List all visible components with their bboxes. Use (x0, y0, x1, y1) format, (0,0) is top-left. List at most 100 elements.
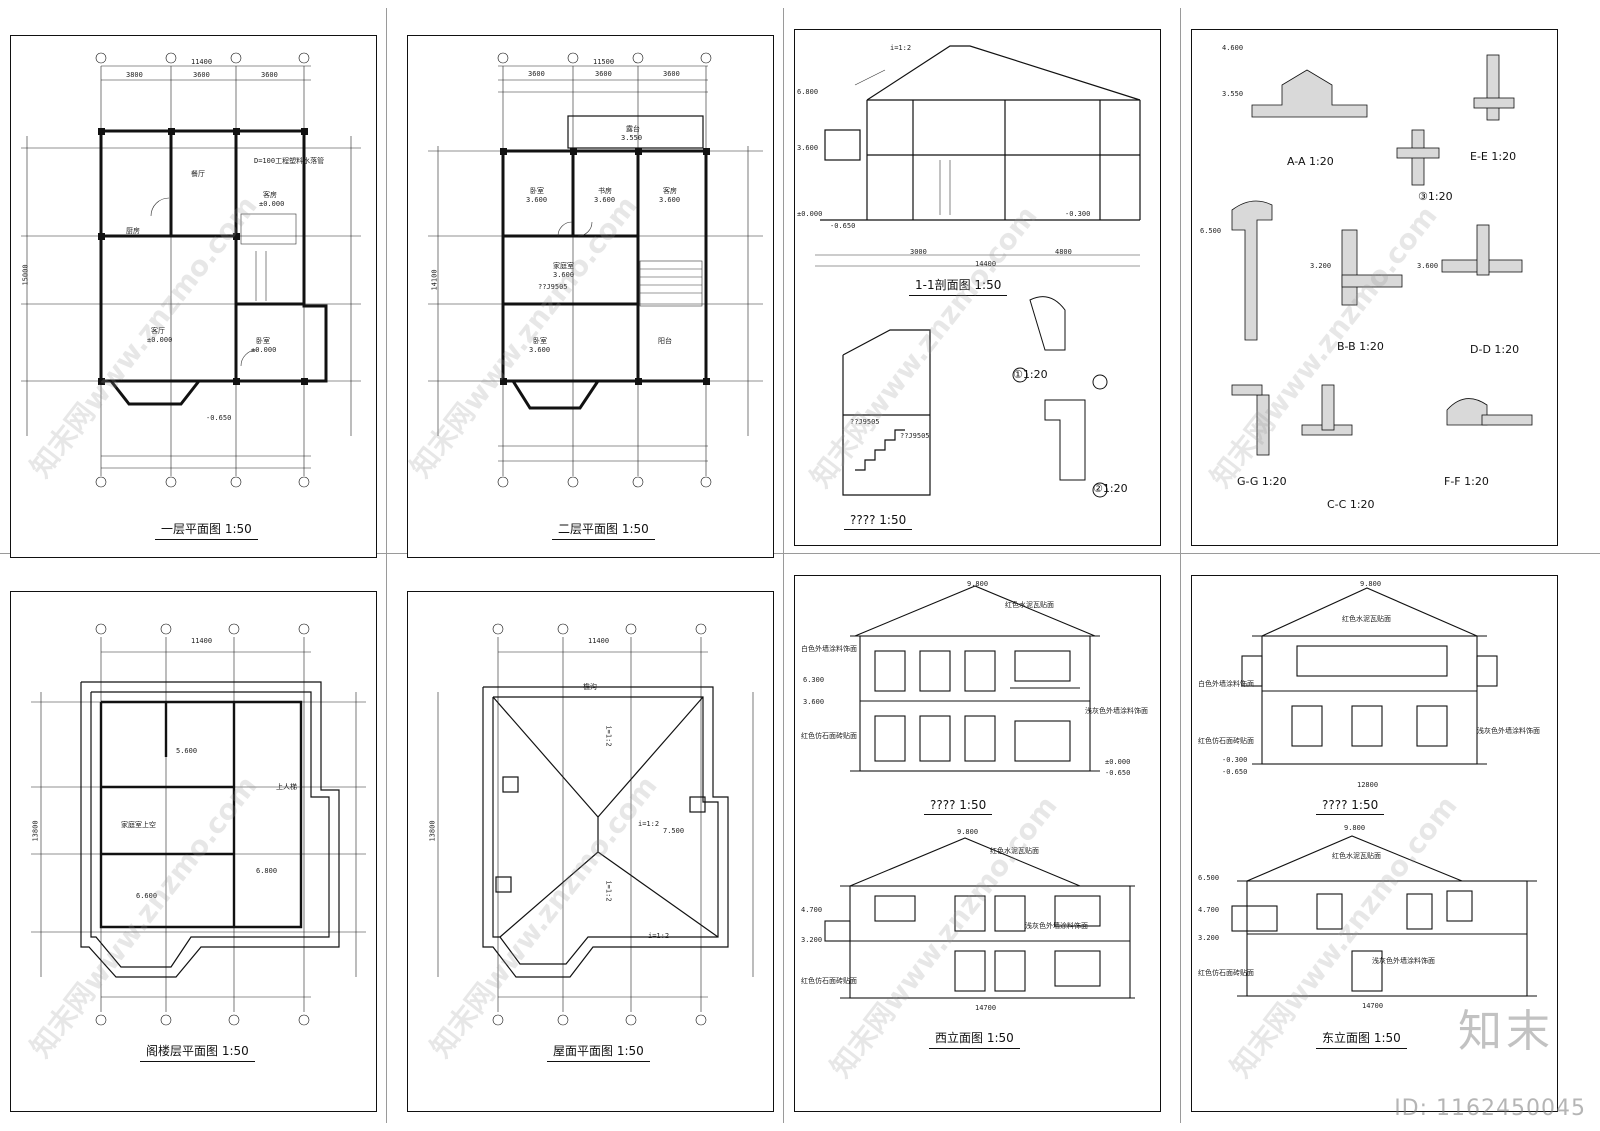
level-guest-room: 3.600 (659, 196, 681, 204)
west-wall-paint: 浅灰色外墙涂料饰面 (1025, 922, 1088, 930)
south-level-c: ±0.000 (1105, 758, 1131, 766)
note-downpipe: D=100工程塑料水落管 (254, 157, 325, 165)
level-terrace: 3.550 (621, 134, 643, 142)
label-guest-room: 客房 (663, 187, 677, 195)
level-study: 3.600 (594, 196, 616, 204)
west-level-a: 4.700 (801, 906, 823, 914)
detail-ee-title: E-E 1:20 (1470, 150, 1517, 163)
south-level-b: 3.600 (803, 698, 825, 706)
level-3200: 3.200 (1310, 262, 1332, 270)
dim-total: 11400 (588, 637, 610, 645)
south-level-d: -0.650 (1105, 769, 1131, 777)
level-bedroom-2: 3.600 (529, 346, 551, 354)
stair-note-b: ??J9505 (900, 432, 930, 440)
dim-bay-1: 3600 (528, 70, 545, 78)
first-floor-plan-drawing (21, 52, 361, 488)
label-void: 家庭室上空 (121, 821, 156, 829)
dim-bay-3: 3600 (663, 70, 680, 78)
roof-pitch: i=1:2 (890, 44, 912, 52)
level-3600: 3.600 (1417, 262, 1439, 270)
north-level-a: -0.300 (1222, 756, 1248, 764)
label-stair: 上人梯 (276, 783, 297, 791)
detail-dd-title: D-D 1:20 (1470, 343, 1520, 356)
north-dim-top: 9.800 (1360, 580, 1382, 588)
east-wall-paint: 浅灰色外墙涂料饰面 (1372, 957, 1435, 965)
detail-gg-title: G-G 1:20 (1237, 475, 1287, 488)
north-wall-paint: 浅灰色外墙涂料饰面 (1477, 727, 1540, 735)
sheet-elevations-south-west: 9.800 红色水泥瓦贴面 浅灰色外墙涂料饰面 红色仿石面砖贴面 白色外墙涂料饰… (794, 575, 1161, 1112)
separator-vertical-2 (783, 8, 784, 1123)
section-title: 1-1剖面图 1:50 (908, 278, 1008, 296)
separator-horizontal (0, 553, 1600, 554)
level-zero: ±0.000 (797, 210, 823, 218)
elevations-north-east-drawing (1231, 587, 1537, 997)
detail-2-title: ②1:20 (1093, 482, 1128, 495)
dim-bay-2: 3600 (595, 70, 612, 78)
south-elevation-title: ???? 1:50 (923, 798, 993, 815)
roof-plan-drawing (437, 623, 754, 1026)
label-bedroom-2: 卧室 (533, 337, 547, 345)
image-id: ID: 1162450045 (1394, 1096, 1586, 1121)
second-floor-plan-title: 二层平面图 1:50 (552, 522, 655, 540)
brand-logo: 知末 (1458, 1006, 1554, 1057)
sheet-first-floor-plan: 11400 3800 3600 3600 15000 D=100工程塑料水落管 … (10, 35, 377, 558)
east-stone: 红色仿石面砖贴面 (1198, 969, 1254, 977)
sheet-section: i=1:2 6.800 3.600 ±0.000 -0.300 -0.650 3… (794, 29, 1161, 546)
label-bedroom-1: 卧室 (530, 187, 544, 195)
west-elevation-title: 西立面图 1:50 (929, 1031, 1020, 1049)
level-4600: 4.600 (1222, 44, 1244, 52)
label-family-room: 家庭室 (553, 262, 574, 270)
level-family-room: 3.600 (553, 271, 575, 279)
level-6500: 6.500 (1200, 227, 1222, 235)
sheet-details: 4.600 3.550 A-A 1:20 E-E 1:20 ③1:20 6.50… (1191, 29, 1558, 546)
label-kitchen: 厨房 (126, 227, 140, 235)
west-stone: 红色仿石面砖贴面 (801, 977, 857, 985)
level-outdoor: -0.650 (206, 414, 232, 422)
label-gutter: 檐沟 (583, 683, 597, 691)
north-roof-tile: 红色水泥瓦贴面 (1342, 615, 1391, 623)
level-low: -0.300 (1065, 210, 1091, 218)
west-dim-total: 14700 (975, 1004, 997, 1012)
sheet-attic-plan: 11400 13800 5.600 家庭室上空 上人梯 6.800 6.600 … (10, 591, 377, 1112)
east-level-b: 4.700 (1198, 906, 1220, 914)
level-room-2: 6.600 (136, 892, 158, 900)
label-terrace: 露台 (626, 125, 640, 133)
elevations-south-west-drawing (824, 585, 1135, 999)
east-dim-total: 14700 (1362, 1002, 1384, 1010)
first-floor-plan-title: 一层平面图 1:50 (155, 522, 258, 540)
dim-side: 13800 (31, 820, 40, 842)
stair-note-a: ??J9505 (850, 418, 880, 426)
label-guest-room: 客房 (263, 191, 277, 199)
label-balcony: 阳台 (658, 337, 672, 345)
level-room-3: 6.800 (256, 867, 278, 875)
south-white-paint: 白色外墙涂料饰面 (801, 645, 857, 653)
east-roof-tile: 红色水泥瓦贴面 (1332, 852, 1381, 860)
north-white-paint: 白色外墙涂料饰面 (1198, 680, 1254, 688)
dim-bay-3: 3600 (261, 71, 278, 79)
east-level-a: 6.500 (1198, 874, 1220, 882)
label-study: 书房 (598, 187, 612, 195)
label-living: 客厅 (151, 327, 165, 335)
dim-bay-1: 3800 (126, 71, 143, 79)
west-dim-top: 9.800 (957, 828, 979, 836)
attic-plan-title: 阁楼层平面图 1:50 (140, 1044, 255, 1062)
east-elevation-title: 东立面图 1:50 (1316, 1031, 1407, 1049)
slope-south: i=1:2 (604, 880, 613, 902)
detail-cc-title: C-C 1:20 (1327, 498, 1375, 511)
detail-1-title: ①1:20 (1013, 368, 1048, 381)
south-level-a: 6.300 (803, 676, 825, 684)
level-mid: 3.600 (797, 144, 819, 152)
label-restaurant: 餐厅 (191, 170, 205, 178)
south-roof-tile: 红色水泥瓦贴面 (1005, 601, 1054, 609)
west-level-b: 3.200 (801, 936, 823, 944)
dim-total: 11400 (191, 58, 213, 66)
west-roof-tile: 红色水泥瓦贴面 (990, 847, 1039, 855)
dim-b: 4800 (1055, 248, 1072, 256)
dim-bay-2: 3600 (193, 71, 210, 79)
detail-ff-title: F-F 1:20 (1444, 475, 1489, 488)
level-roof: 7.500 (663, 827, 685, 835)
north-level-b: -0.650 (1222, 768, 1248, 776)
separator-vertical-1 (386, 8, 387, 1123)
south-stone: 红色仿石面砖贴面 (801, 732, 857, 740)
dim-total: 11500 (593, 58, 615, 66)
